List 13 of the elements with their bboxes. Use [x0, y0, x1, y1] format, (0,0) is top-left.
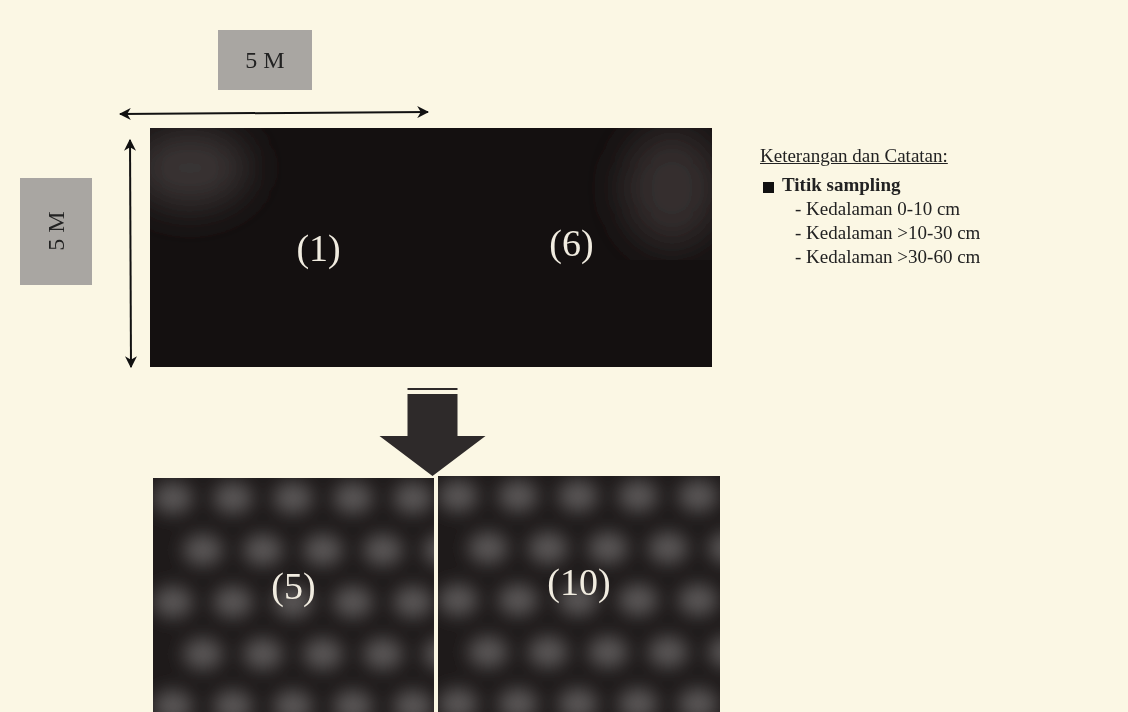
notes-heading: Keterangan dan Catatan:	[760, 145, 948, 167]
notes-item: - Kedalaman >10-30 cm	[795, 222, 981, 244]
block-arrow	[379, 388, 486, 476]
dimension-label: 5 M	[42, 211, 70, 251]
dimension-label: 5 M	[245, 46, 285, 74]
notes-item: - Kedalaman >30-60 cm	[795, 246, 981, 268]
sampling-plot	[150, 128, 712, 367]
plot-number: (5)	[271, 564, 316, 608]
plot-number: (1)	[296, 225, 341, 270]
notes-item: Titik sampling	[782, 174, 901, 196]
notes-item: - Kedalaman 0-10 cm	[795, 198, 961, 220]
plot-number: (10)	[547, 560, 611, 605]
plot-number: (6)	[549, 220, 594, 265]
